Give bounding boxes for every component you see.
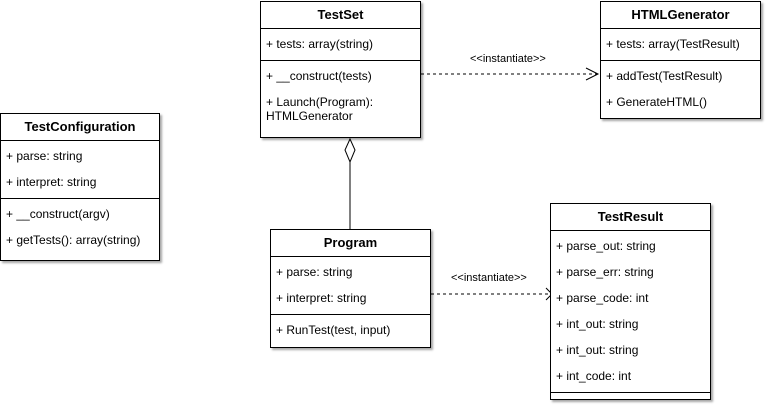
- attribute: + parse: string: [6, 149, 83, 163]
- methods-section: + RunTest(test, input): [271, 315, 430, 346]
- class-name: TestConfiguration: [1, 114, 159, 141]
- attribute: + tests: array(string): [266, 37, 374, 51]
- instantiate-label-testset-htmlgenerator: <<instantiate>>: [470, 53, 546, 65]
- attribute: + int_code: int: [556, 369, 632, 383]
- method: + __construct(tests): [266, 69, 372, 83]
- method: + getTests(): array(string): [6, 233, 141, 247]
- method: + GenerateHTML(): [606, 95, 708, 109]
- method: + Launch(Program): HTMLGenerator: [266, 95, 374, 123]
- methods-section: + addTest(TestResult) + GenerateHTML(): [601, 61, 760, 118]
- attribute: + parse_out: string: [556, 239, 656, 253]
- class-testresult[interactable]: TestResult + parse_out: string + parse_e…: [550, 203, 711, 400]
- attributes-section: + parse: string + interpret: string: [1, 141, 159, 199]
- class-testconfiguration[interactable]: TestConfiguration + parse: string + inte…: [0, 113, 160, 261]
- attribute: + tests: array(TestResult): [606, 37, 740, 51]
- aggregation-diamond: [344, 137, 356, 164]
- attributes-section: + parse: string + interpret: string: [271, 257, 430, 315]
- attribute: + int_out: string: [556, 343, 639, 357]
- attribute: + interpret: string: [6, 175, 97, 189]
- attributes-section: + parse_out: string + parse_err: string …: [551, 231, 710, 393]
- attributes-section: + tests: array(TestResult): [601, 29, 760, 61]
- methods-section: + __construct(argv) + getTests(): array(…: [1, 199, 159, 256]
- class-name: TestResult: [551, 204, 710, 231]
- attribute: + int_out: string: [556, 317, 639, 331]
- class-program[interactable]: Program + parse: string + interpret: str…: [270, 229, 431, 348]
- attributes-section: + tests: array(string): [261, 29, 420, 61]
- attribute: + parse: string: [276, 265, 353, 279]
- class-htmlgenerator[interactable]: HTMLGenerator + tests: array(TestResult)…: [600, 1, 761, 119]
- attribute: + parse_err: string: [556, 265, 654, 279]
- methods-section: + __construct(tests) + Launch(Program): …: [261, 61, 420, 128]
- method: + __construct(argv): [6, 207, 110, 221]
- methods-section: [551, 393, 710, 398]
- attribute: + parse_code: int: [556, 291, 649, 305]
- class-name: TestSet: [261, 2, 420, 29]
- dependency-arrowhead-htmlgenerator: [585, 67, 600, 81]
- attribute: + interpret: string: [276, 291, 367, 305]
- class-name: HTMLGenerator: [601, 2, 760, 29]
- class-name: Program: [271, 230, 430, 257]
- method: + addTest(TestResult): [606, 69, 723, 83]
- class-testset[interactable]: TestSet + tests: array(string) + __const…: [260, 1, 421, 138]
- instantiate-label-program-testresult: <<instantiate>>: [451, 272, 527, 284]
- method: + RunTest(test, input): [276, 323, 391, 337]
